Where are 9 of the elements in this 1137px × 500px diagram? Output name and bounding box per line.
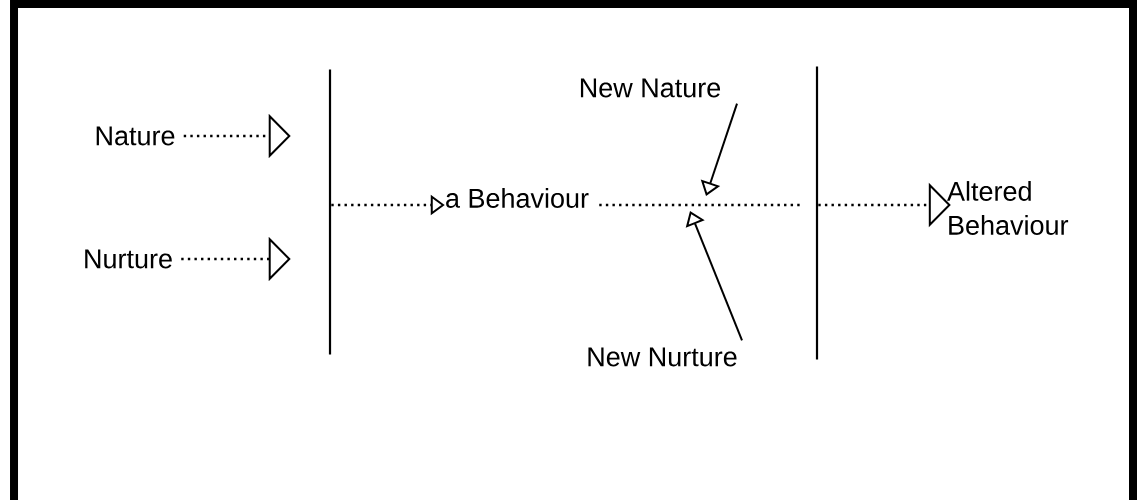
vertical-bar	[815, 66, 819, 360]
text-label: New Nurture	[588, 347, 737, 367]
text-label: New Nature	[580, 78, 721, 98]
text-label: a Behaviour	[446, 188, 589, 208]
arrow	[685, 211, 743, 342]
text-label: Altered Behaviour	[947, 181, 1069, 235]
text-label: Nature	[96, 126, 175, 146]
text-label: Nurture	[85, 249, 172, 269]
vertical-bar	[328, 69, 332, 355]
